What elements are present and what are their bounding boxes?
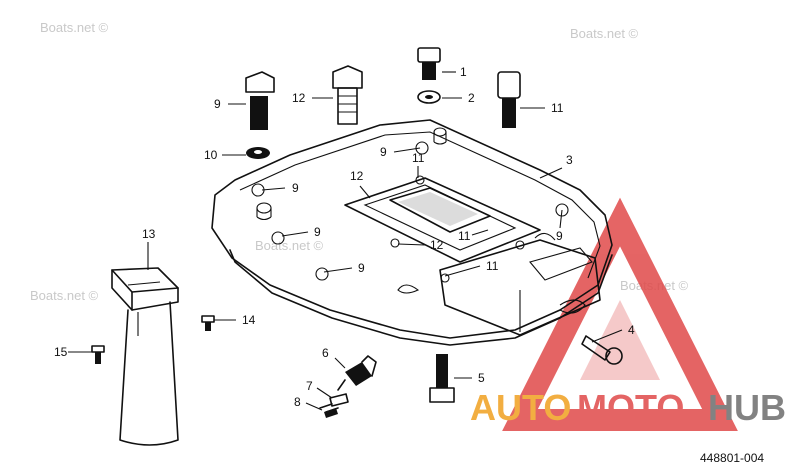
callouts: 1 2 3 4 5 6 7 8 9 9 9 9 9 9 10 11 11 11 … [54,65,635,409]
callout-14: 14 [242,313,256,327]
callout-1: 1 [460,65,467,79]
logo-word-moto: MOTO [577,387,684,428]
callout-7: 7 [306,379,313,393]
tube-13 [111,267,179,446]
watermark-text: Boats.net © [570,26,639,41]
callout-11: 11 [412,151,425,165]
logo-word-auto: AUTO [470,387,571,428]
callout-12: 12 [292,91,306,105]
washer-10 [246,147,270,159]
callout-15: 15 [54,345,68,359]
logo-word-hub: HUB [708,387,786,428]
callout-12: 12 [430,238,444,252]
callout-11: 11 [458,229,471,243]
callout-9: 9 [556,229,563,243]
callout-12: 12 [350,169,364,183]
washer-2 [417,90,441,104]
terminal-7 [329,393,349,407]
callout-5: 5 [478,371,485,385]
callout-11: 11 [551,101,564,115]
callout-3: 3 [566,153,573,167]
callout-9: 9 [358,261,365,275]
callout-6: 6 [322,346,329,360]
bolt-9 [245,71,275,130]
pin-4 [559,299,623,365]
callout-10: 10 [204,148,218,162]
terminal-8 [319,403,339,418]
callout-4: 4 [628,323,635,337]
watermarks: Boats.net © Boats.net © Boats.net © Boat… [30,20,689,303]
watermark-text: Boats.net © [30,288,99,303]
figure-code: 448801-004 [700,451,764,465]
bolt-11 [497,71,521,128]
callout-9: 9 [380,145,387,159]
watermark-text: Boats.net © [40,20,109,35]
bolt-1 [417,47,441,80]
bolt-12 [332,65,363,125]
leader-lines [68,71,623,411]
automotohub-logo: AUTO MOTO HUB [470,197,786,431]
callout-9: 9 [292,181,299,195]
callout-2: 2 [468,91,475,105]
callout-8: 8 [294,395,301,409]
bolt-5 [429,354,455,403]
watermark-text: Boats.net © [255,238,324,253]
callout-13: 13 [142,227,156,241]
callout-11: 11 [486,259,499,273]
screw-15 [91,345,105,364]
screw-14 [201,315,215,331]
sensor-6 [337,355,377,391]
callout-9: 9 [214,97,221,111]
adapter-plate [211,119,613,346]
callout-9: 9 [314,225,321,239]
